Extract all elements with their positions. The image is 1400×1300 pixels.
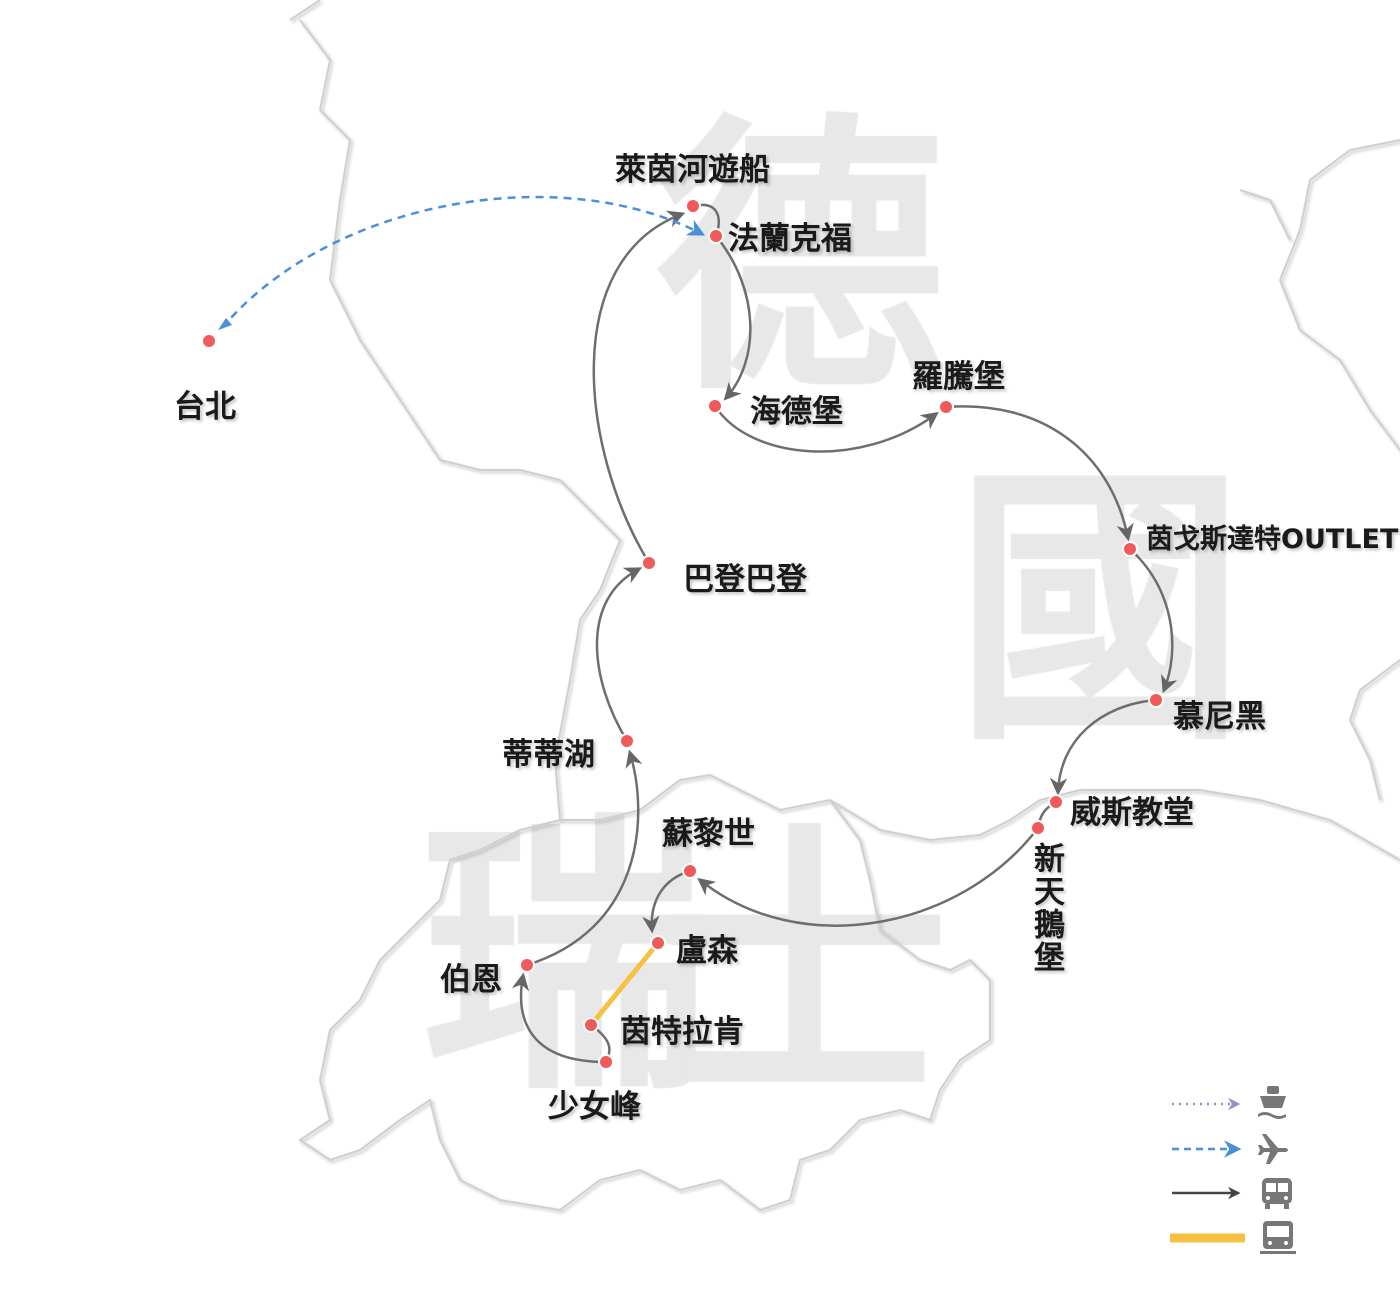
route-badenbaden-rhine: [592, 210, 686, 564]
label-jungfrau: 少女峰: [548, 1089, 641, 1125]
label-wieskirche: 威斯教堂: [1070, 795, 1194, 831]
label-ingolstadt: 茵戈斯達特OUTLET: [1146, 524, 1399, 555]
label-neuschwanstein: 新天鵝堡: [1028, 842, 1064, 974]
route-heidelberg-rothenburg: [713, 405, 939, 453]
flight-route: [221, 195, 706, 329]
stop-dots: [201, 198, 1164, 1070]
plane-icon: [1258, 1134, 1288, 1164]
route-munich-wieskirche: [1049, 698, 1157, 796]
label-lucerne: 盧森: [676, 933, 738, 969]
bus-icon: [1262, 1178, 1292, 1209]
route-zurich-lucerne: [642, 869, 691, 934]
label-titisee: 蒂蒂湖: [502, 737, 595, 773]
route-ingolstadt-munich: [1129, 548, 1178, 694]
label-frankfurt: 法蘭克福: [728, 221, 852, 257]
ship-icon: [1258, 1086, 1286, 1119]
route-rothenburg-ingolstadt: [945, 405, 1134, 542]
country-borders: [289, 0, 1400, 1212]
label-zurich: 蘇黎世: [662, 816, 755, 852]
label-rothenburg: 羅騰堡: [912, 359, 1005, 395]
route-frankfurt-heidelberg: [715, 235, 752, 401]
legend: [1170, 1086, 1296, 1254]
route-titisee-badenbaden: [595, 567, 643, 742]
label-munich: 慕尼黑: [1173, 699, 1266, 735]
label-bern: 伯恩: [440, 962, 502, 998]
label-rhine-cruise: 萊茵河遊船: [615, 152, 770, 188]
flight-arrow-taipei: [218, 318, 232, 330]
label-baden-baden: 巴登巴登: [683, 562, 807, 598]
train-icon: [1260, 1221, 1296, 1254]
label-taipei: 台北: [174, 389, 236, 425]
train-route-lucerne-interlaken: [589, 941, 660, 1027]
label-heidelberg: 海德堡: [750, 394, 843, 430]
route-jungfrau-bern: [511, 972, 607, 1064]
label-interlaken: 茵特拉肯: [620, 1014, 744, 1050]
route-bern-titisee: [526, 749, 643, 967]
route-neuschwanstein-zurich: [697, 827, 1039, 927]
bus-routes: [511, 203, 1178, 1064]
